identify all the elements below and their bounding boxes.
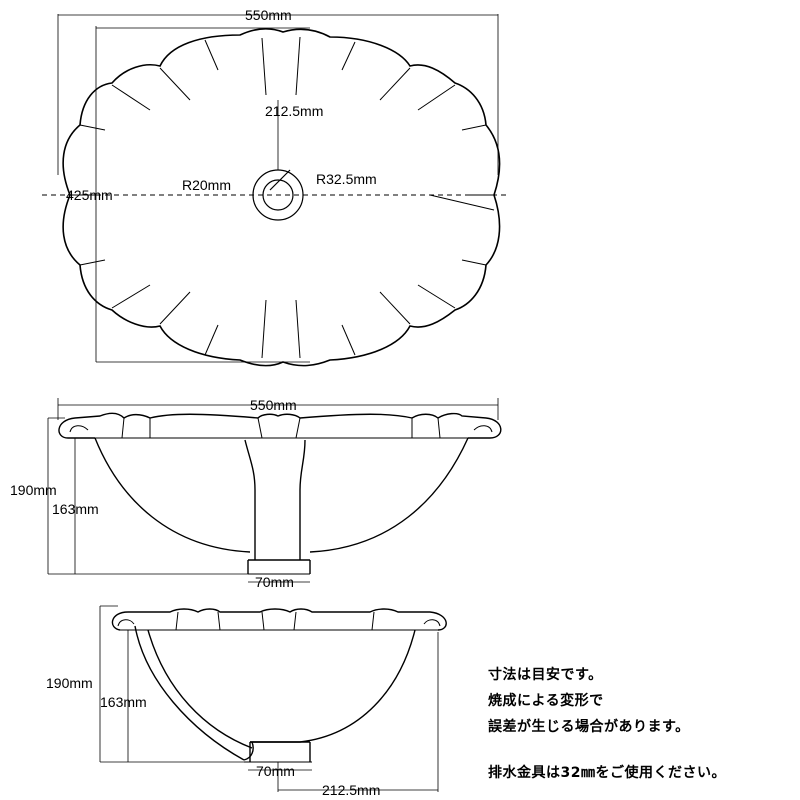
- front-view-rim: [58, 412, 502, 439]
- side-drain-width-label: 70mm: [256, 763, 295, 779]
- side-view: [111, 608, 447, 763]
- front-rim-curl-left: [69, 425, 89, 433]
- note-line-1: 寸法は目安です。: [488, 667, 603, 683]
- side-rim-curl-left: [117, 619, 135, 627]
- drain-radius-line: [269, 169, 291, 191]
- side-drain-offset-label: 212.5mm: [322, 782, 380, 798]
- side-view-rim: [111, 608, 447, 631]
- top-depth-label: 425mm: [66, 187, 113, 203]
- front-drain-width-label: 70mm: [255, 574, 294, 590]
- side-view-bowl: [250, 629, 416, 743]
- front-view-dimensions: [47, 398, 499, 583]
- front-view-drain: [244, 439, 306, 560]
- top-view-grooves: [70, 36, 495, 359]
- side-bowl-height-label: 163mm: [100, 694, 147, 710]
- side-view-dimensions: [99, 605, 439, 792]
- note-line-2: 焼成による変形で: [488, 693, 604, 709]
- front-width-label: 550mm: [250, 397, 297, 413]
- side-view-drain-pipe: [134, 625, 253, 761]
- front-total-height-label: 190mm: [10, 482, 57, 498]
- top-view-rim-outline: [62, 28, 501, 367]
- note-line-3: 誤差が生じる場合があります。: [488, 719, 690, 735]
- note-line-4: 排水金具は32㎜をご使用ください。: [488, 765, 726, 781]
- front-bowl-height-label: 163mm: [52, 501, 99, 517]
- side-rim-curl-right: [423, 619, 441, 627]
- top-center-offset-label: 212.5mm: [265, 103, 323, 119]
- top-view: [42, 28, 510, 367]
- front-rim-curl-right: [473, 425, 493, 433]
- top-radius-inner-label: R20mm: [182, 177, 231, 193]
- front-view-bowl: [94, 437, 251, 553]
- top-view-dimensions: [57, 14, 499, 363]
- side-total-height-label: 190mm: [46, 675, 93, 691]
- front-view: [58, 412, 502, 575]
- top-radius-outer-label: R32.5mm: [316, 171, 377, 187]
- top-width-label: 550mm: [245, 7, 292, 23]
